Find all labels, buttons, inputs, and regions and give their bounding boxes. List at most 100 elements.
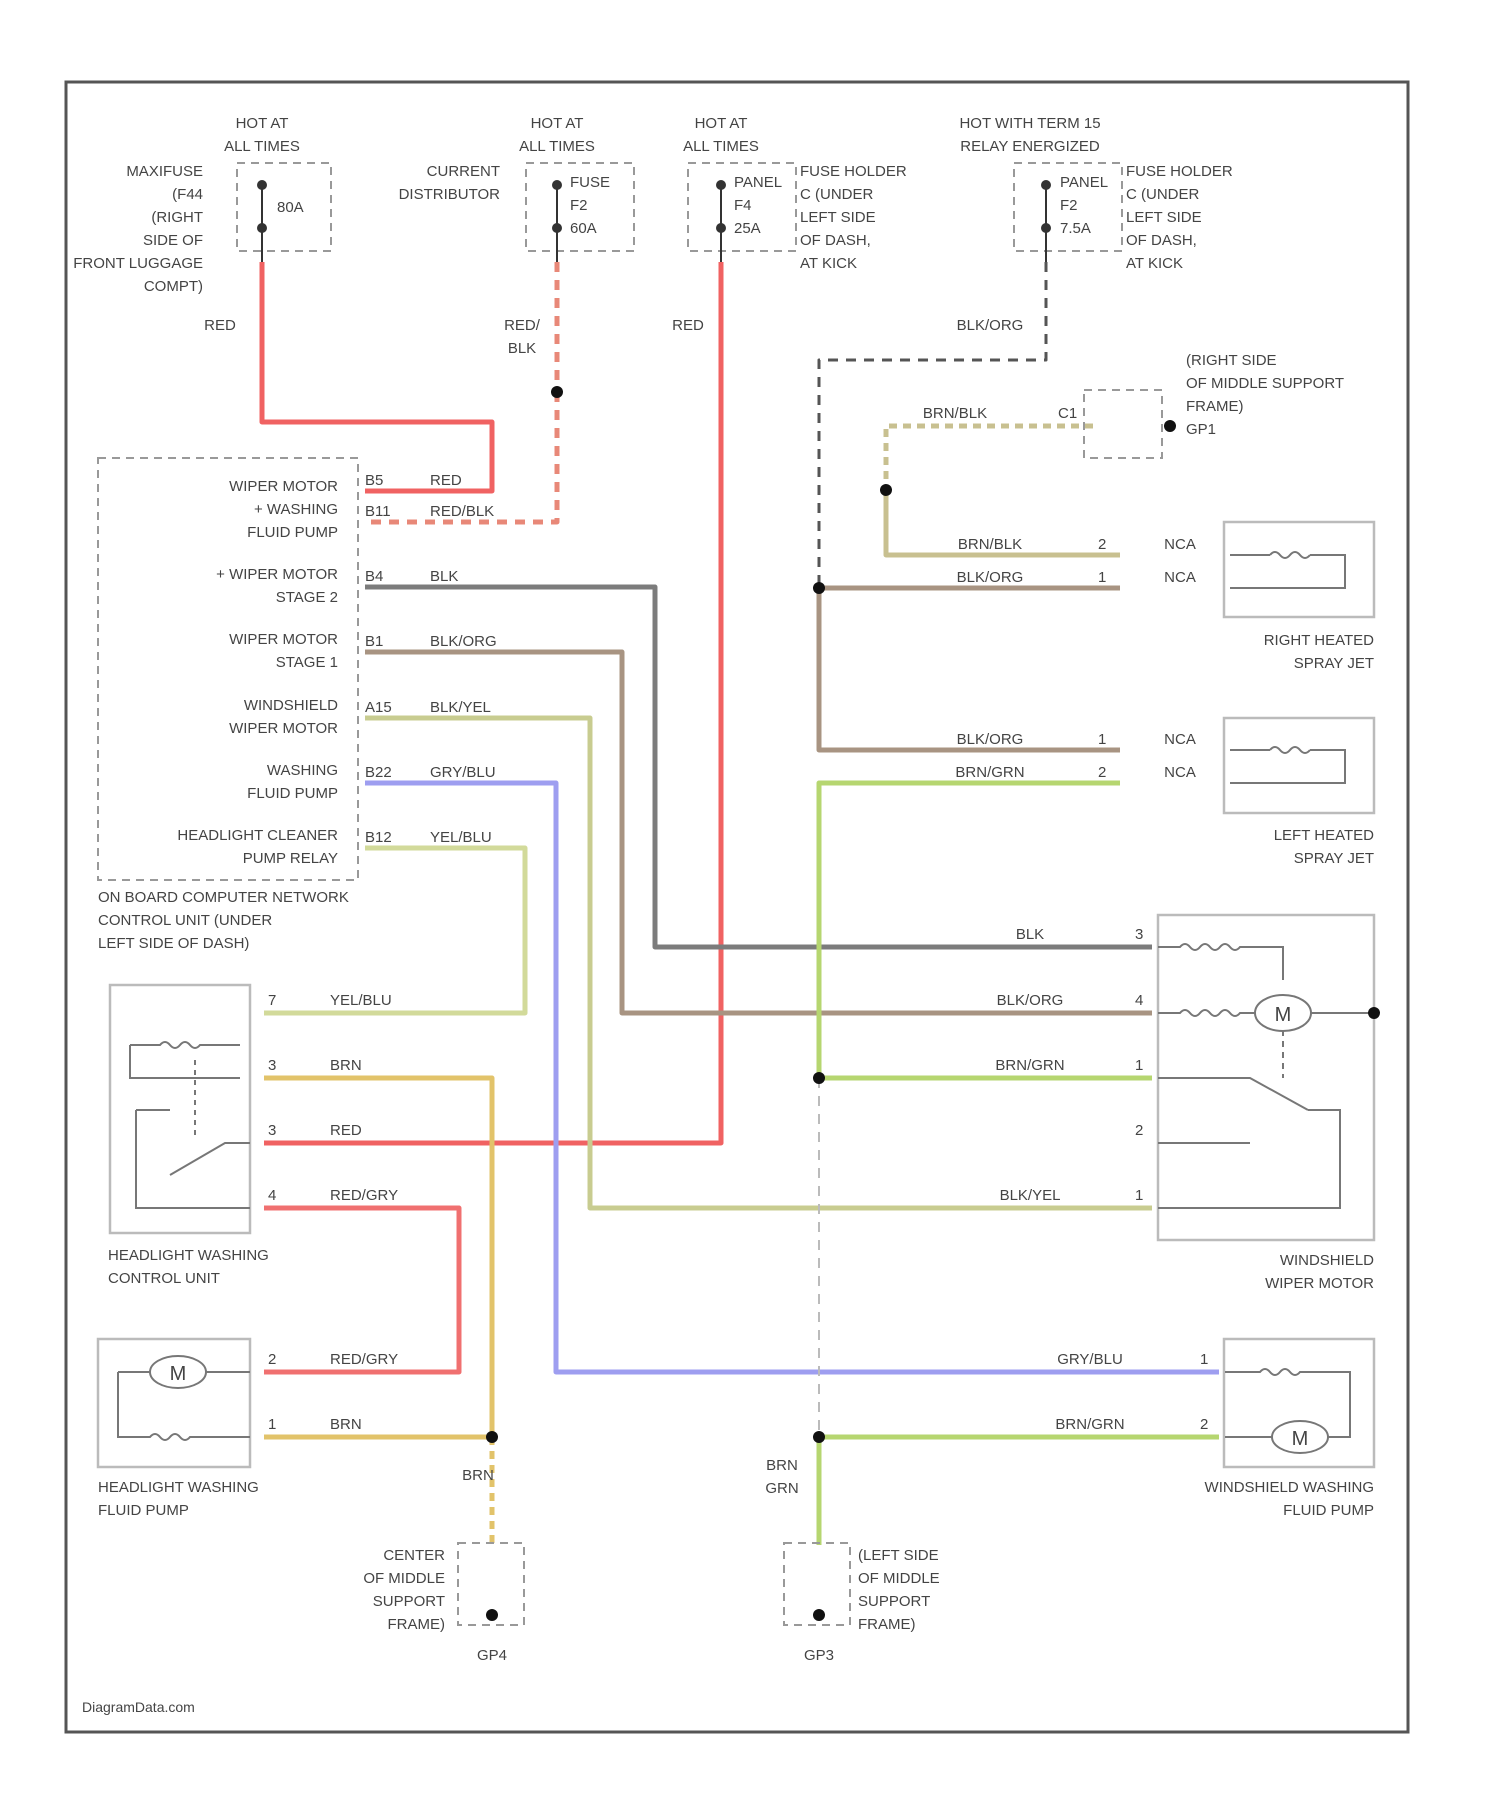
splice-dot — [551, 386, 563, 398]
wiper-motor-winding-1 — [1158, 944, 1283, 980]
ground-label: FRAME) — [1186, 398, 1244, 415]
fuse-rating: 80A — [277, 199, 304, 216]
pin-number: 1 — [1098, 731, 1106, 748]
control-unit-pin-name: + WIPER MOTOR — [216, 566, 338, 583]
pin-number: 2 — [1098, 536, 1106, 553]
wire-label: BRN — [462, 1467, 494, 1484]
fuse-description: AT KICK — [1126, 255, 1183, 272]
hot-label: HOT AT — [531, 115, 584, 132]
fuse-description: FUSE HOLDER — [800, 163, 907, 180]
wire-label: YEL/BLU — [330, 992, 392, 1009]
ground-point-left — [813, 1609, 825, 1621]
fuse-rating: F4 — [734, 197, 752, 214]
wire-label: RED/BLK — [430, 503, 494, 520]
wire-label: YEL/BLU — [430, 829, 492, 846]
splice-dot — [813, 1431, 825, 1443]
watermark: DiagramData.com — [82, 1699, 195, 1715]
pin-number: 1 — [1200, 1351, 1208, 1368]
pin-number: 3 — [268, 1057, 276, 1074]
wire-label: RED — [330, 1122, 362, 1139]
pin-number: 1 — [1135, 1187, 1143, 1204]
control-unit-label: ON BOARD COMPUTER NETWORK — [98, 889, 349, 906]
heater-element-left — [1230, 747, 1345, 783]
wire-label: BRN/BLK — [958, 536, 1022, 553]
wire-label: BLK/ORG — [957, 569, 1024, 586]
connector-nca: NCA — [1164, 731, 1196, 748]
control-unit-pin-name: STAGE 2 — [276, 589, 338, 606]
pin-number: B5 — [365, 472, 383, 489]
splice-dot — [813, 582, 825, 594]
fuse-rating: PANEL — [734, 174, 782, 191]
pin-number: 4 — [1135, 992, 1143, 1009]
wire-label: RED — [672, 317, 704, 334]
pin-number: 2 — [268, 1351, 276, 1368]
wiper-motor-symbol: M — [1255, 995, 1311, 1031]
wire-red-gry — [264, 1208, 459, 1372]
pin-number: B22 — [365, 764, 392, 781]
wire-label: BLK/ORG — [430, 633, 497, 650]
ground-label: SUPPORT — [373, 1593, 445, 1610]
fuse-description: OF DASH, — [800, 232, 871, 249]
pin-number: B1 — [365, 633, 383, 650]
wire-label: BRN/BLK — [923, 405, 987, 422]
ground-id: GP4 — [477, 1647, 507, 1664]
pin-number: 1 — [268, 1416, 276, 1433]
fuse-description: LEFT SIDE — [1126, 209, 1202, 226]
wiper-motor-m: M — [1275, 1004, 1292, 1026]
component-label: CONTROL UNIT — [108, 1270, 220, 1287]
ground-id: GP3 — [804, 1647, 834, 1664]
pin-number: 7 — [268, 992, 276, 1009]
ground-label: OF MIDDLE SUPPORT — [1186, 375, 1344, 392]
control-unit-pin-name: FLUID PUMP — [247, 524, 338, 541]
wire-label: BLK/ORG — [957, 731, 1024, 748]
fuse-description: LEFT SIDE — [800, 209, 876, 226]
control-unit-pin-name: PUMP RELAY — [243, 850, 338, 867]
wire-label: BLK/ORG — [957, 317, 1024, 334]
wire-label: BRN/GRN — [1055, 1416, 1124, 1433]
hot-label: HOT AT — [236, 115, 289, 132]
pin-number: 3 — [1135, 926, 1143, 943]
wire-label: BLK/YEL — [1000, 1187, 1061, 1204]
control-unit-label: LEFT SIDE OF DASH) — [98, 935, 249, 952]
control-unit-pin-name: WIPER MOTOR — [229, 720, 338, 737]
headlight-control-box — [110, 985, 250, 1233]
hot-label: ALL TIMES — [519, 138, 595, 155]
fuse-description: (F44 — [172, 186, 203, 203]
control-unit-pin-name: HEADLIGHT CLEANER — [177, 827, 338, 844]
hot-label: ALL TIMES — [683, 138, 759, 155]
component-label: HEADLIGHT WASHING — [98, 1479, 259, 1496]
wire-red-maxifuse — [262, 262, 492, 491]
wire-label: BLK/ORG — [997, 992, 1064, 1009]
relay-coil — [130, 1042, 240, 1078]
pin-number: 2 — [1200, 1416, 1208, 1433]
splice-dot — [813, 1072, 825, 1084]
connector-nca: NCA — [1164, 764, 1196, 781]
heater-element-right — [1230, 552, 1345, 588]
component-label: SPRAY JET — [1294, 655, 1374, 672]
component-label: SPRAY JET — [1294, 850, 1374, 867]
wire-label: GRY/BLU — [430, 764, 496, 781]
wire-label: RED — [430, 472, 462, 489]
wire-label: RED — [204, 317, 236, 334]
relay-switch — [136, 1110, 250, 1208]
wire-label: BLK — [1016, 926, 1044, 943]
washer-pump-m: M — [1292, 1428, 1309, 1450]
pin-number: 2 — [1098, 764, 1106, 781]
ground-label: OF MIDDLE — [858, 1570, 940, 1587]
wire-label: BLK — [430, 568, 458, 585]
ground-label: FRAME) — [388, 1616, 446, 1633]
pin-number: 3 — [268, 1122, 276, 1139]
hot-label: HOT AT — [695, 115, 748, 132]
fuse-rating: F2 — [570, 197, 588, 214]
control-unit-pin-name: STAGE 1 — [276, 654, 338, 671]
wire-label: GRY/BLU — [1057, 1351, 1123, 1368]
fuse-description: AT KICK — [800, 255, 857, 272]
left-spray-jet-box — [1224, 718, 1374, 813]
component-label: FLUID PUMP — [1283, 1502, 1374, 1519]
wiper-motor-winding-2 — [1158, 1010, 1255, 1016]
pin-number: 4 — [268, 1187, 276, 1204]
wire-label: BRN — [330, 1057, 362, 1074]
fuse-description: CURRENT — [427, 163, 500, 180]
control-unit-pin-name: FLUID PUMP — [247, 785, 338, 802]
